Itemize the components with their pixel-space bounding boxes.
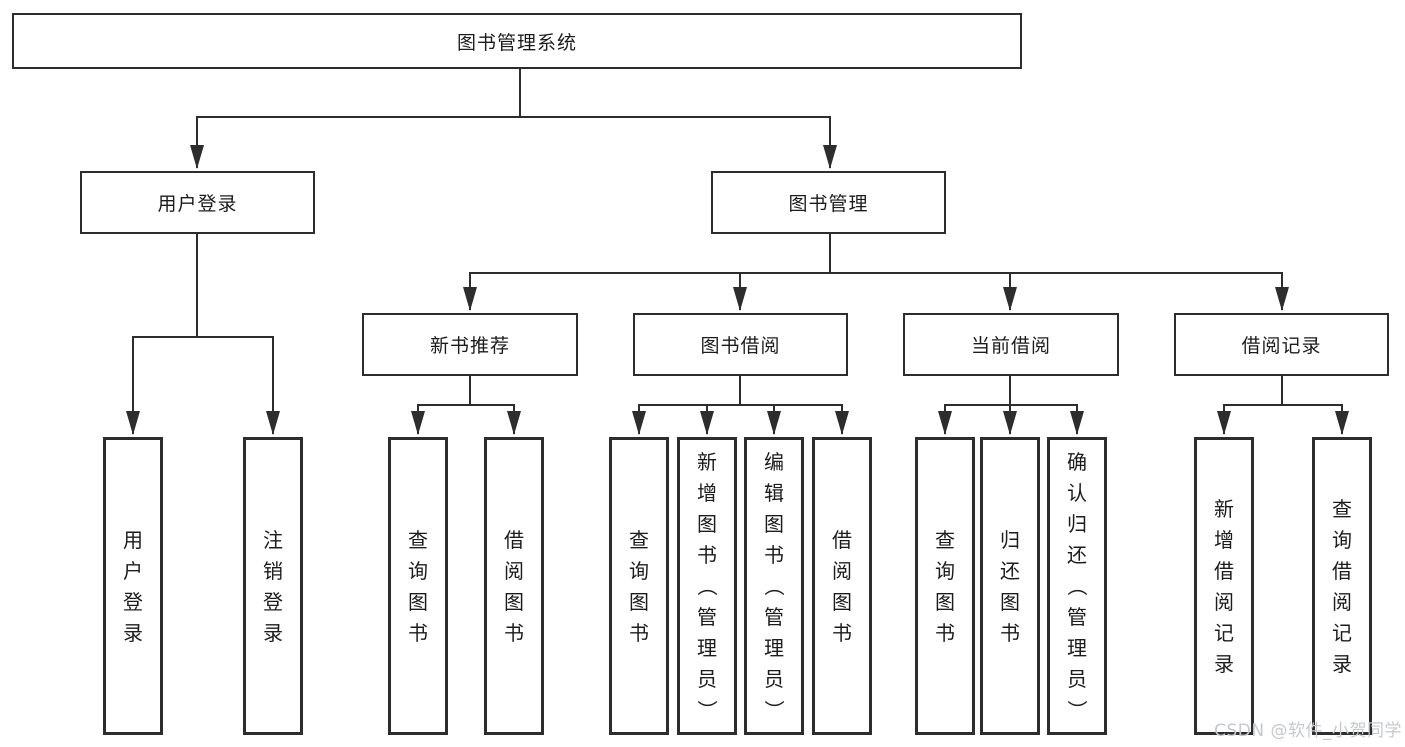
leaf-edit-book-admin: 编辑图书（管理员） xyxy=(744,437,804,735)
leaf-label: 注销登录 xyxy=(263,527,283,645)
node-label: 图书管理系统 xyxy=(456,31,577,54)
leaf-return-book: 归还图书 xyxy=(980,437,1040,735)
leaf-confirm-return-admin: 确认归还（管理员） xyxy=(1047,437,1107,735)
node-label: 图书管理 xyxy=(788,193,869,215)
leaf-label: 查询图书 xyxy=(629,527,649,645)
node-library-management-system: 图书管理系统 xyxy=(12,13,1022,69)
node-book-management: 图书管理 xyxy=(711,171,946,234)
leaf-label: 借阅图书 xyxy=(832,527,852,645)
leaf-query-borrow-record: 查询借阅记录 xyxy=(1312,437,1372,735)
node-new-book-recommend: 新书推荐 xyxy=(362,313,578,376)
node-borrow-records: 借阅记录 xyxy=(1174,313,1389,376)
leaf-label: 归还图书 xyxy=(1000,527,1020,645)
node-label: 借阅记录 xyxy=(1241,335,1322,357)
leaf-add-book-admin: 新增图书（管理员） xyxy=(677,437,737,735)
node-user-login: 用户登录 xyxy=(80,171,315,234)
leaf-user-login: 用户登录 xyxy=(103,437,163,735)
node-label: 用户登录 xyxy=(157,193,238,215)
node-label: 图书借阅 xyxy=(700,335,781,357)
leaf-label: 查询图书 xyxy=(408,527,428,645)
leaf-label: 新增借阅记录 xyxy=(1214,496,1234,676)
leaf-borrow-books: 借阅图书 xyxy=(484,437,544,735)
leaf-label: 编辑图书（管理员） xyxy=(762,450,786,720)
leaf-label: 用户登录 xyxy=(123,527,143,645)
leaf-query-books: 查询图书 xyxy=(388,437,448,735)
leaf-query-books: 查询图书 xyxy=(609,437,669,735)
node-label: 当前借阅 xyxy=(970,335,1051,357)
node-book-borrowing: 图书借阅 xyxy=(633,313,848,376)
leaf-label: 新增图书（管理员） xyxy=(695,450,719,720)
leaf-logout: 注销登录 xyxy=(243,437,303,735)
leaf-label: 借阅图书 xyxy=(504,527,524,645)
node-current-borrowing: 当前借阅 xyxy=(903,313,1119,376)
leaf-label: 确认归还（管理员） xyxy=(1065,450,1089,720)
node-label: 新书推荐 xyxy=(429,335,510,357)
leaf-borrow-books: 借阅图书 xyxy=(812,437,872,735)
leaf-label: 查询图书 xyxy=(935,527,955,645)
leaf-add-borrow-record: 新增借阅记录 xyxy=(1194,437,1254,735)
leaf-label: 查询借阅记录 xyxy=(1332,496,1352,676)
csdn-watermark: CSDN @软件_小贺同学 xyxy=(1214,721,1402,741)
leaf-query-books: 查询图书 xyxy=(915,437,975,735)
